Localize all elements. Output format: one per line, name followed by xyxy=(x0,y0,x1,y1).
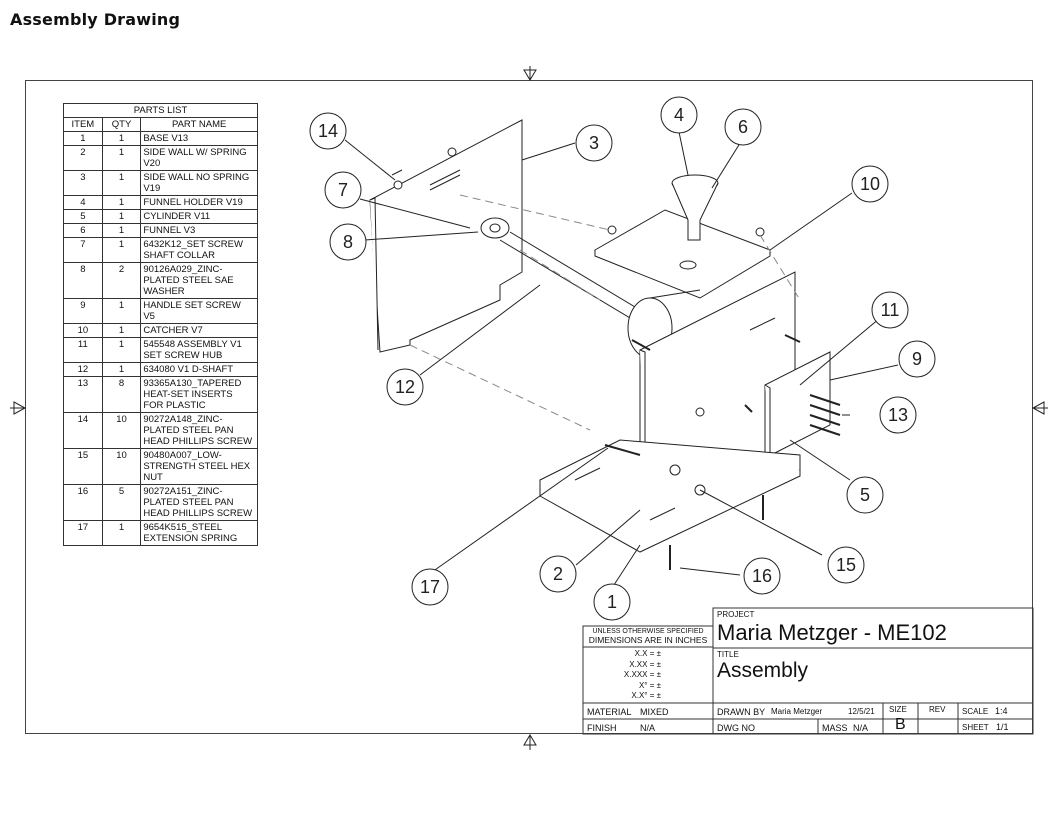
part-name: SIDE WALL NO SPRING V19 xyxy=(140,170,258,196)
part-item-number: 3 xyxy=(63,170,103,196)
leader-lines xyxy=(344,131,899,589)
balloon-2: 2 xyxy=(553,564,563,584)
funnel-holder xyxy=(593,209,772,299)
drawn-by-label: DRAWN BY xyxy=(717,707,766,717)
balloons xyxy=(309,96,936,621)
sheet-value: 1/1 xyxy=(996,722,1009,732)
balloon-13: 13 xyxy=(888,405,908,425)
part-quantity: 5 xyxy=(101,484,142,521)
part-quantity: 1 xyxy=(101,520,142,546)
title-block-grid xyxy=(582,607,1034,735)
scale-label: SCALE xyxy=(962,707,989,716)
balloon-6: 6 xyxy=(738,117,748,137)
screws xyxy=(604,334,841,570)
part-item-number: 16 xyxy=(63,484,103,521)
rev-label: REV xyxy=(929,705,946,714)
sheet-label: SHEET xyxy=(962,723,989,732)
balloon-4: 4 xyxy=(674,105,684,125)
tolerance-note: UNLESS OTHERWISE SPECIFIED DIMENSIONS AR… xyxy=(583,628,713,644)
balloon-12: 12 xyxy=(395,377,415,397)
part-item-number: 17 xyxy=(63,520,103,546)
part-item-number: 14 xyxy=(63,412,103,449)
scale-value: 1:4 xyxy=(995,706,1008,716)
part-item-number: 1 xyxy=(63,131,103,146)
balloon-15: 15 xyxy=(836,555,856,575)
funnel xyxy=(671,174,719,241)
base-plate xyxy=(539,439,801,553)
side-wall-no-spring xyxy=(369,119,523,353)
balloon-labels: 14 3 4 6 10 7 8 12 11 9 13 5 15 16 2 1 1… xyxy=(318,105,922,612)
part-name: HANDLE SET SCREW V5 xyxy=(140,298,258,324)
center-mark-right xyxy=(1031,401,1048,415)
mass-label: MASS xyxy=(822,723,848,733)
handle-set-screw xyxy=(764,351,831,459)
tolerance-note-line-2: DIMENSIONS ARE IN INCHES xyxy=(588,635,708,645)
balloon-3: 3 xyxy=(589,133,599,153)
size-value: B xyxy=(895,716,906,733)
balloon-11: 11 xyxy=(881,300,900,320)
part-quantity: 10 xyxy=(101,412,142,449)
part-item-number: 2 xyxy=(63,145,103,171)
part-item-number: 9 xyxy=(63,298,103,324)
part-name: 9654K515_STEEL EXTENSION SPRING xyxy=(140,520,258,546)
page-title: Assembly Drawing xyxy=(10,10,181,29)
finish-label: FINISH xyxy=(587,723,617,733)
part-item-number: 15 xyxy=(63,448,103,485)
drawing-title: Assembly xyxy=(717,659,809,682)
drawing-sheet xyxy=(25,80,1033,734)
material-value: MIXED xyxy=(640,707,669,717)
tol-line: X.X = ± xyxy=(634,649,661,658)
tol-line: X° = ± xyxy=(638,680,661,690)
size-label: SIZE xyxy=(889,705,907,714)
title-label: TITLE xyxy=(717,650,739,659)
tolerance-values: X.X = ± X.XX = ± X.XXX = ± X° = ± X.X° =… xyxy=(583,649,661,702)
tol-line: X.XXX = ± xyxy=(623,670,661,679)
balloon-10: 10 xyxy=(860,174,880,194)
part-item-number: 5 xyxy=(63,209,103,224)
balloon-9: 9 xyxy=(912,349,922,369)
drawn-date: 12/5/21 xyxy=(848,707,875,716)
hex-nuts xyxy=(393,147,765,496)
project-label: PROJECT xyxy=(717,610,755,619)
balloon-8: 8 xyxy=(343,232,353,252)
balloon-5: 5 xyxy=(860,485,870,505)
tol-line: X.XX = ± xyxy=(629,659,661,669)
part-quantity: 1 xyxy=(101,145,142,171)
tolerance-note-line-1: UNLESS OTHERWISE SPECIFIED xyxy=(592,628,704,635)
balloon-17: 17 xyxy=(420,577,440,597)
balloon-14: 14 xyxy=(318,121,338,141)
balloon-7: 7 xyxy=(338,180,348,200)
mass-value: N/A xyxy=(853,723,869,733)
tol-line: X.X° = ± xyxy=(631,691,661,700)
center-mark-top xyxy=(523,66,537,81)
part-item-number: 13 xyxy=(63,376,103,413)
center-mark-left xyxy=(10,401,27,415)
dwg-no-label: DWG NO xyxy=(717,723,755,733)
shaft-collar xyxy=(480,217,510,239)
part-name: 6432K12_SET SCREW SHAFT COLLAR xyxy=(140,237,258,263)
assembly-paths xyxy=(409,194,801,431)
center-mark-bottom xyxy=(523,734,537,750)
balloon-1: 1 xyxy=(607,592,617,612)
balloon-16: 16 xyxy=(752,566,772,586)
project-name: Maria Metzger - ME102 xyxy=(717,620,947,645)
part-item-number: 7 xyxy=(63,237,103,263)
drawn-by-value: Maria Metzger xyxy=(771,707,823,716)
finish-value: N/A xyxy=(640,723,656,733)
material-label: MATERIAL xyxy=(587,707,632,717)
part-name: 90480A007_LOW-STRENGTH STEEL HEX NUT xyxy=(140,448,258,485)
